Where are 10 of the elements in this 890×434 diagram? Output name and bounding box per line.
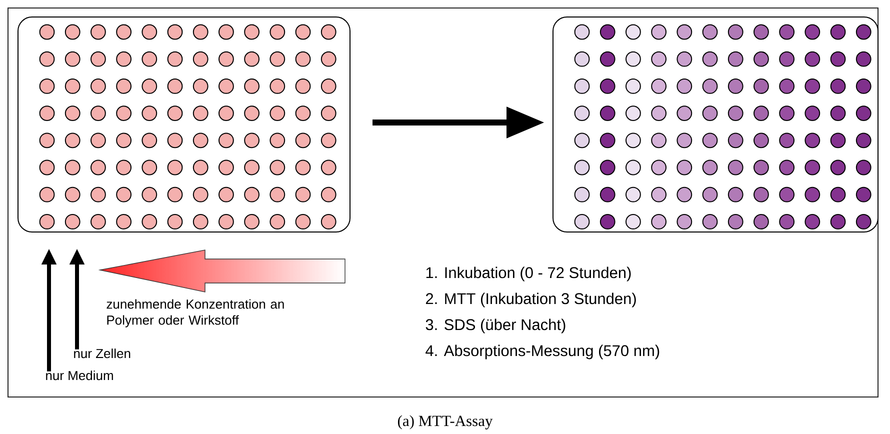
well-plate-drawing xyxy=(552,16,878,232)
step-text: 3. SDS (über Nacht) xyxy=(426,318,566,334)
step-text: 1. Inkubation (0 - 72 Stunden) xyxy=(426,266,631,282)
caption: (a) MTT-Assay xyxy=(398,415,493,430)
label: nur Medium xyxy=(46,370,113,380)
step-text: 2. MTT (Inkubation 3 Stunden) xyxy=(426,292,636,308)
label: nur Zellen xyxy=(74,348,130,358)
label: zunehmende Konzentration an Polymer oder Wirkstoff xyxy=(106,299,284,328)
well-plate-drawing xyxy=(18,16,350,232)
step-text: 4. Absorptions-Messung (570 nm) xyxy=(426,344,660,360)
